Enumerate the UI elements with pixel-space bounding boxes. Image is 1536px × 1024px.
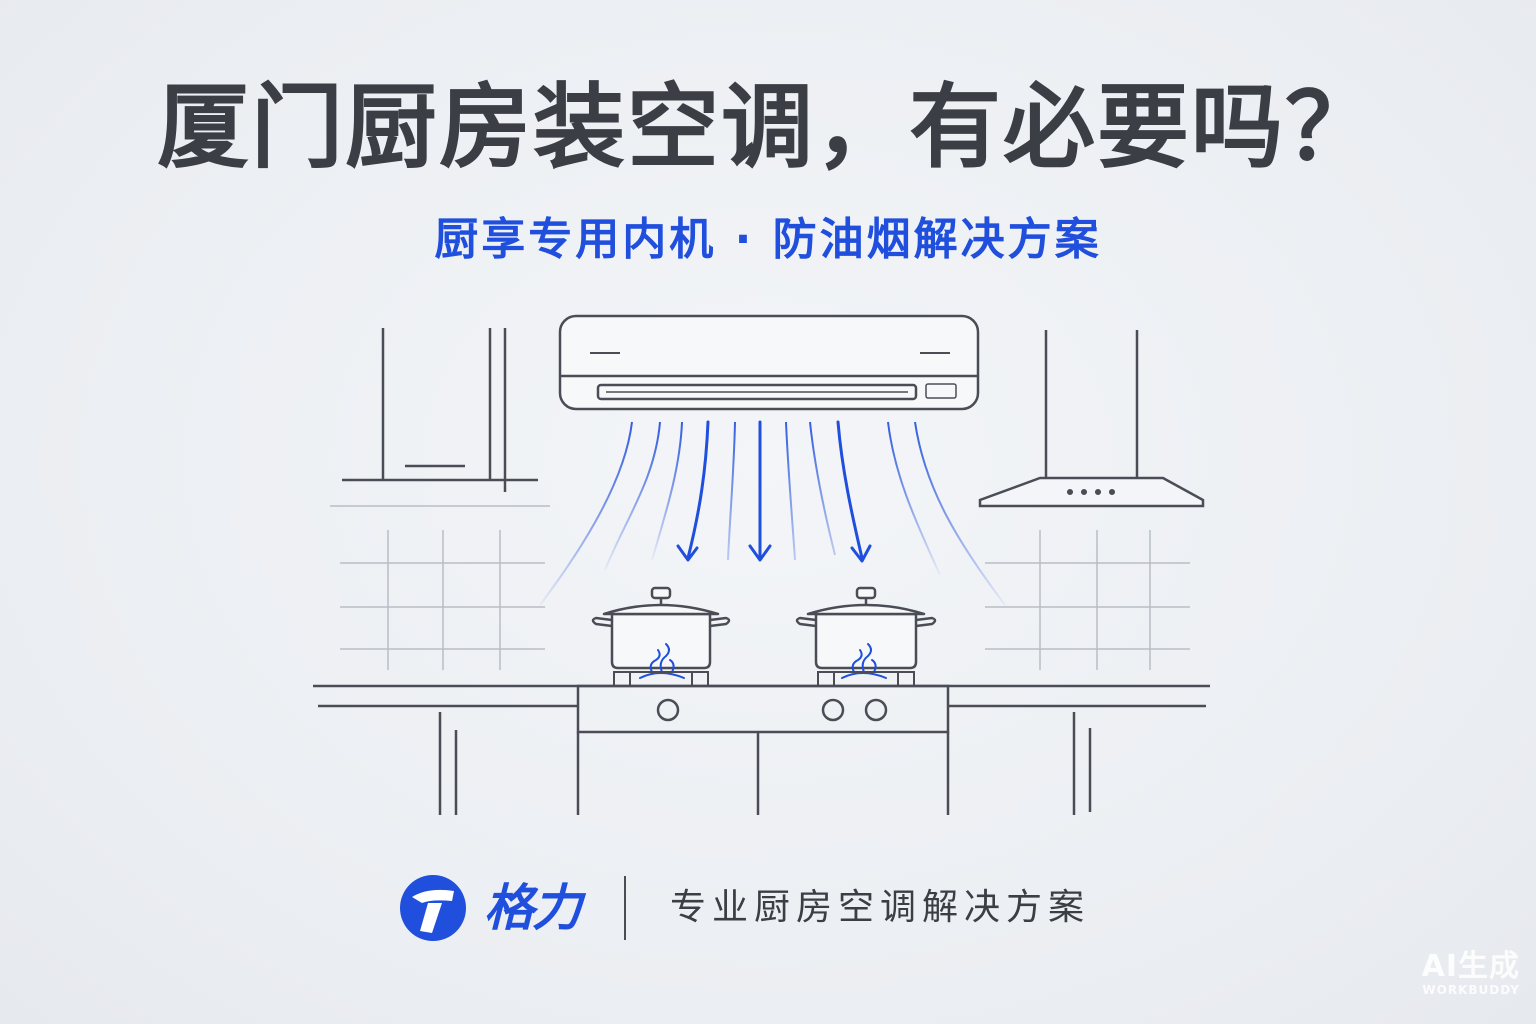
brand-divider bbox=[624, 876, 626, 940]
page-title: 厦门厨房装空调，有必要吗？ bbox=[156, 74, 1379, 181]
cooking-pot-icon bbox=[795, 586, 937, 670]
airflow-line bbox=[604, 421, 661, 571]
air-conditioner-icon bbox=[558, 314, 980, 411]
watermark-line-1: AI生成 bbox=[1421, 949, 1520, 984]
airflow-line bbox=[651, 421, 683, 561]
right-tile-grid bbox=[985, 530, 1190, 670]
brand-name: 格力 bbox=[484, 878, 582, 937]
airflow-lines bbox=[539, 421, 1006, 606]
airflow-line bbox=[809, 421, 836, 556]
watermark-line-2: WORKBUDDY bbox=[1422, 983, 1520, 997]
airflow-line bbox=[785, 421, 796, 561]
range-hood-icon bbox=[978, 330, 1205, 508]
cooking-pot-icon bbox=[591, 586, 731, 670]
brand-logo-icon bbox=[400, 875, 466, 941]
airflow-line bbox=[887, 421, 941, 576]
airflow-arrow-icon bbox=[676, 420, 872, 563]
flame-icon bbox=[639, 643, 887, 679]
airflow-line bbox=[539, 421, 633, 606]
brand-tagline: 专业厨房空调解决方案 bbox=[670, 887, 1091, 928]
left-tile-grid bbox=[330, 505, 550, 670]
ai-watermark: AI生成 WORKBUDDY bbox=[1421, 949, 1520, 997]
airflow-line bbox=[914, 421, 1006, 606]
page-subtitle: 厨享专用内机 · 防油烟解决方案 bbox=[434, 214, 1102, 265]
countertop bbox=[313, 684, 1210, 815]
brand-bar: 格力 专业厨房空调解决方案 bbox=[398, 870, 1090, 946]
airflow-line bbox=[727, 421, 736, 561]
left-wall-cabinet bbox=[342, 328, 538, 492]
